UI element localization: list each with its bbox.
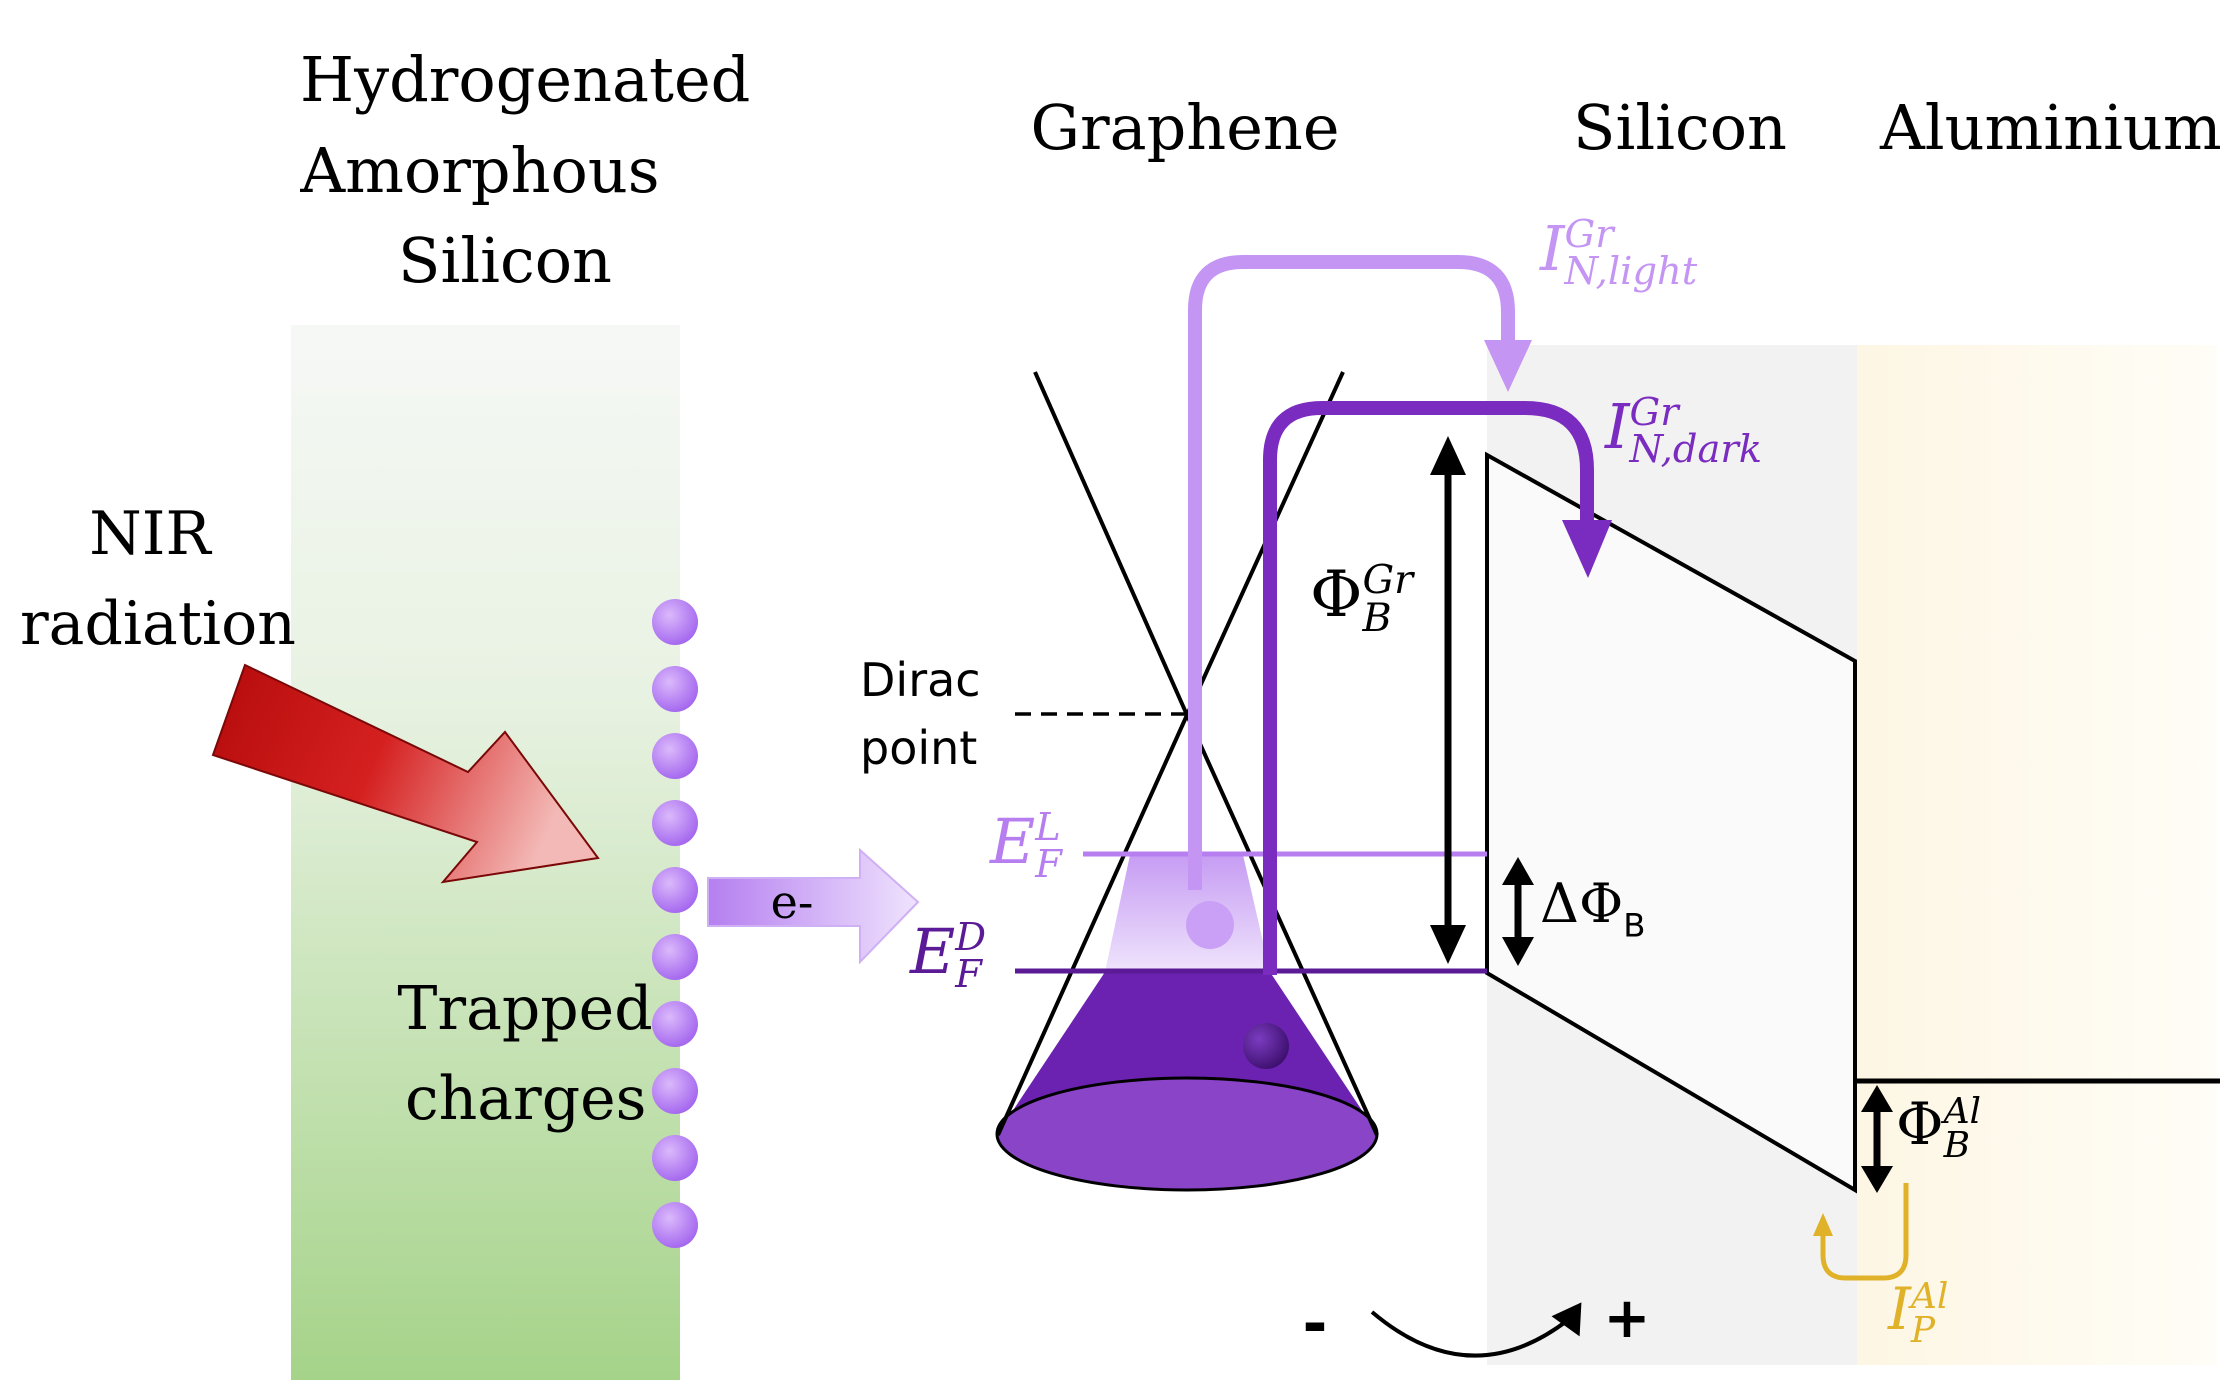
electron-transfer-arrow <box>707 847 920 965</box>
charge-flow-arrowhead <box>1551 1302 1582 1337</box>
trapped-charge-dot <box>652 934 698 980</box>
current-dark-path <box>1263 401 1594 975</box>
ef-d-base: E <box>910 915 956 988</box>
ef-l-base: E <box>990 805 1036 878</box>
nir-radiation-arrow <box>211 663 600 884</box>
delta-phi-arrowhead-bottom <box>1502 937 1534 966</box>
phi-al-base: Φ <box>1896 1090 1944 1158</box>
graphene-cone-base <box>995 1076 1379 1192</box>
phi-gr-arrowhead-top <box>1430 436 1466 475</box>
phi-gr-sup: Gr <box>1362 556 1414 603</box>
ip-al-sup: Al <box>1910 1275 1949 1317</box>
electron-dark <box>1243 1023 1289 1069</box>
i-light-base: I <box>1540 212 1565 285</box>
label-amorphous: Amorphous <box>300 134 660 207</box>
current-al-path <box>1820 1183 1909 1281</box>
label-electron: e- <box>770 875 814 929</box>
label-charges: charges <box>405 1064 647 1134</box>
phi-al-sub: B <box>1943 1124 1970 1166</box>
label-aluminium: Aluminium <box>1880 91 2222 164</box>
label-dirac-point: point <box>860 721 978 775</box>
delta-phi-arrowhead-top <box>1502 857 1534 885</box>
trapped-charge-dot <box>652 1001 698 1047</box>
label-dirac: Dirac <box>860 653 981 707</box>
label-amorphous-silicon: Silicon <box>398 224 612 297</box>
current-light-path <box>1188 255 1515 890</box>
label-delta-phi-b: ΔΦB <box>1540 872 1646 945</box>
graphene-cone-light-fill <box>1105 855 1270 972</box>
label-hydrogenated: Hydrogenated <box>300 43 751 116</box>
trapped-charge-dot <box>652 1202 698 1248</box>
dirac-cone-lower-right <box>1185 714 1379 1136</box>
trapped-charge-dot <box>652 599 698 645</box>
ip-al-sub: P <box>1910 1309 1936 1351</box>
phi-al-sup: Al <box>1943 1090 1982 1132</box>
phi-al-arrowhead-top <box>1861 1085 1893 1112</box>
trapped-charge-dot <box>652 733 698 779</box>
delta-phi-base: ΔΦ <box>1540 872 1624 935</box>
ip-al-base: I <box>1888 1275 1911 1343</box>
ef-l-sup: L <box>1035 805 1061 851</box>
i-dark-sub: N,dark <box>1629 426 1763 472</box>
i-dark-base: I <box>1605 390 1630 463</box>
dirac-cone-upper-left <box>1033 371 1189 716</box>
ef-d-sub: F <box>955 951 982 997</box>
trapped-charge-dot <box>652 1068 698 1114</box>
label-plus: + <box>1603 1286 1651 1351</box>
ef-d-sup: D <box>955 915 987 961</box>
i-light-sup: Gr <box>1564 212 1614 258</box>
trapped-charge-dot <box>652 800 698 846</box>
current-light-arrowhead <box>1484 340 1532 392</box>
label-nir: NIR <box>89 499 211 569</box>
trapped-charge-dot <box>652 1135 698 1181</box>
label-radiation: radiation <box>20 589 296 659</box>
ef-l-sub: F <box>1035 841 1062 887</box>
current-dark-arrowhead <box>1562 520 1612 578</box>
charge-flow-arrow <box>1370 1310 1570 1358</box>
aluminium-region <box>1857 345 2217 1365</box>
label-minus: - <box>1302 1289 1328 1359</box>
phi-gr-arrowhead-bottom <box>1430 925 1466 964</box>
label-graphene: Graphene <box>1030 91 1340 164</box>
delta-phi-sub: B <box>1623 906 1646 945</box>
trapped-charge-dot <box>652 867 698 913</box>
trapped-charge-dot <box>652 666 698 712</box>
silicon-band <box>1485 451 1857 1194</box>
label-silicon: Silicon <box>1573 91 1787 164</box>
phi-al-arrowhead-bottom <box>1861 1166 1893 1193</box>
i-light-sub: N,light <box>1564 248 1698 294</box>
label-trapped: Trapped <box>397 974 653 1044</box>
phi-gr-sub: B <box>1362 594 1392 641</box>
dirac-cone-lower-left <box>996 714 1189 1136</box>
current-al-arrowhead <box>1813 1213 1833 1236</box>
electron-light <box>1186 901 1234 949</box>
phi-gr-base: Φ <box>1310 558 1363 632</box>
i-dark-sup: Gr <box>1629 390 1679 436</box>
